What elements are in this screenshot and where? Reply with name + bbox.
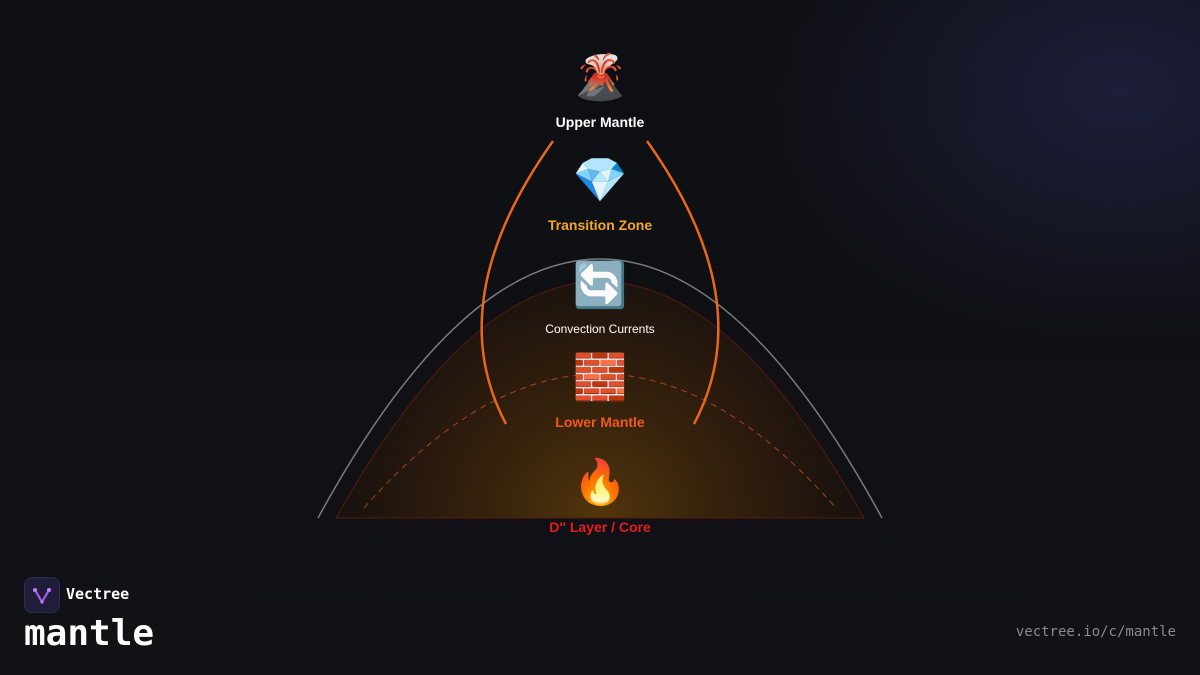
layer-convection-currents: 🔄 Convection Currents (500, 260, 700, 336)
outer-boundary-arc (317, 258, 883, 519)
layer-d-double-prime-core: 🔥 D'' Layer / Core (500, 457, 700, 535)
layer-label: Lower Mantle (555, 414, 645, 430)
brand-name: Vectree (66, 585, 130, 603)
layer-label: Transition Zone (547, 217, 653, 233)
layer-transition-zone: 💎 Transition Zone (500, 155, 700, 233)
layer-label: Upper Mantle (555, 114, 645, 130)
cycle-arrows-icon: 🔄 (572, 260, 628, 311)
inner-dashed-arc (363, 373, 837, 509)
vectree-logo-icon (24, 577, 60, 613)
layer-lower-mantle: 🧱 Lower Mantle (500, 352, 700, 430)
layer-upper-mantle: 🌋 Upper Mantle (500, 52, 700, 130)
layer-label: D'' Layer / Core (549, 519, 651, 535)
source-url[interactable]: vectree.io/c/mantle (1015, 624, 1176, 640)
volcano-icon: 🌋 (572, 52, 628, 103)
left-convection-arc (480, 140, 555, 425)
right-convection-arc (645, 140, 720, 425)
brick-icon: 🧱 (572, 352, 628, 403)
fire-icon: 🔥 (572, 457, 628, 508)
mantle-region (335, 281, 865, 519)
gem-icon: 💎 (572, 155, 628, 206)
layer-label: Convection Currents (545, 322, 655, 336)
page-title: mantle (24, 613, 155, 654)
